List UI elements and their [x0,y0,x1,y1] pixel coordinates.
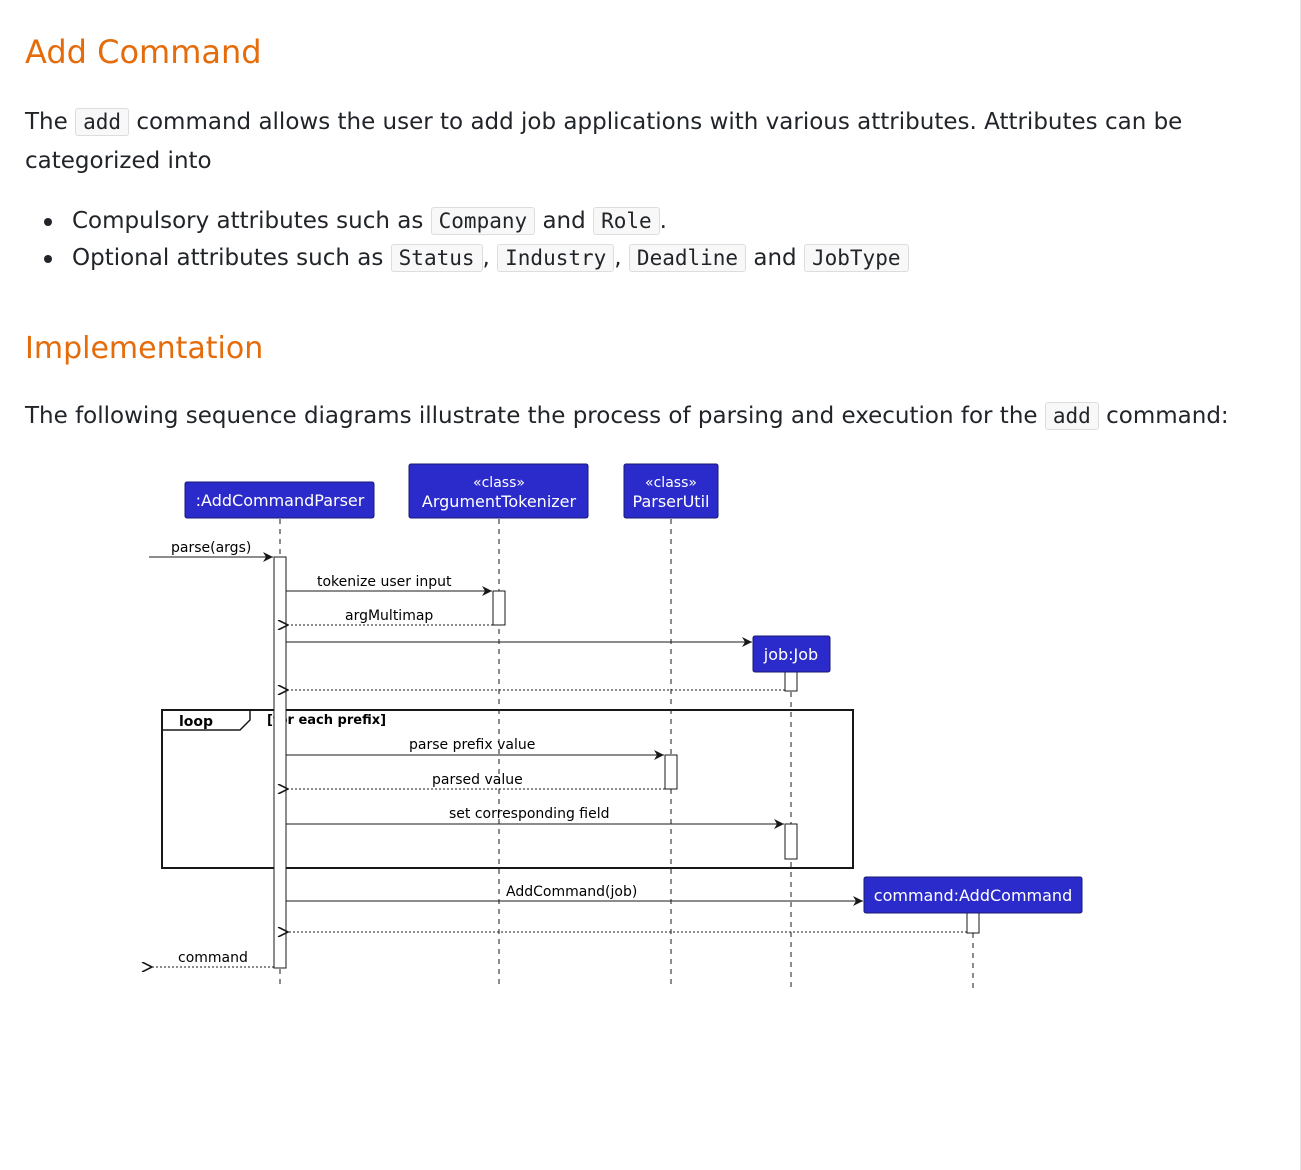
code-deadline: Deadline [628,244,747,272]
participant-parser: :AddCommandParser [184,481,375,519]
code-industry: Industry [497,244,615,272]
activation-job [784,671,798,692]
participant-tokenizer-label: ArgumentTokenizer [422,492,577,511]
code-add-inline: add [1044,402,1099,430]
participant-command: command:AddCommand [863,876,1083,914]
activation-parser [273,556,287,969]
participant-util-stereotype: «class» [645,475,697,491]
activation-util [664,754,678,790]
msg-addcommand-label: AddCommand(job) [506,884,637,900]
participant-util: «class» ParserUtil [623,463,719,519]
code-jobtype: JobType [803,244,909,272]
msg-tokenize-label: tokenize user input [317,574,452,590]
participant-command-label: command:AddCommand [874,886,1072,905]
list-text: and [746,245,804,271]
msg-command-label: command [178,950,248,966]
loop-label: loop [179,714,213,730]
list-separator: , [614,245,629,271]
intro-text-before: The [25,109,76,135]
code-add: add [75,108,130,136]
heading-implementation: Implementation [25,331,264,366]
list-item-compulsory: Compulsory attributes such as Company an… [25,203,909,240]
activation-command [966,912,980,934]
attribute-list: Compulsory attributes such as Company an… [25,203,909,277]
msg-argmultimap-label: argMultimap [345,608,433,624]
code-status: Status [390,244,483,272]
msg-parsed-value-label: parsed value [432,772,523,788]
intro-text-after: command allows the user to add job appli… [25,109,1183,174]
loop-frame-tab [162,709,251,731]
activation-tokenizer [492,590,506,626]
seq-text-before: The following sequence diagrams illustra… [25,403,1045,429]
participant-tokenizer: «class» ArgumentTokenizer [408,463,589,519]
participant-tokenizer-stereotype: «class» [473,475,525,491]
seq-text-after: command: [1098,403,1229,429]
heading-add-command: Add Command [25,33,262,71]
intro-paragraph: The add command allows the user to add j… [25,103,1215,181]
list-separator: , [482,245,498,271]
loop-frame [161,709,854,869]
list-item-optional: Optional attributes such as Status, Indu… [25,240,909,277]
list-text: . [659,208,667,234]
participant-job-label: job:Job [763,645,818,664]
loop-guard: [for each prefix] [267,713,386,728]
list-text: Compulsory attributes such as [72,208,431,234]
participant-parser-label: :AddCommandParser [196,491,365,510]
msg-parse-label: parse(args) [171,540,251,556]
list-text: and [535,208,594,234]
participant-util-label: ParserUtil [633,492,710,511]
sequence-intro-paragraph: The following sequence diagrams illustra… [25,397,1229,436]
list-text: Optional attributes such as [72,245,391,271]
code-role: Role [593,207,660,235]
activation-job-set [784,823,798,860]
participant-job: job:Job [752,635,831,673]
msg-set-field-label: set corresponding field [449,806,610,822]
code-company: Company [430,207,536,235]
msg-parse-prefix-label: parse prefix value [409,737,535,753]
